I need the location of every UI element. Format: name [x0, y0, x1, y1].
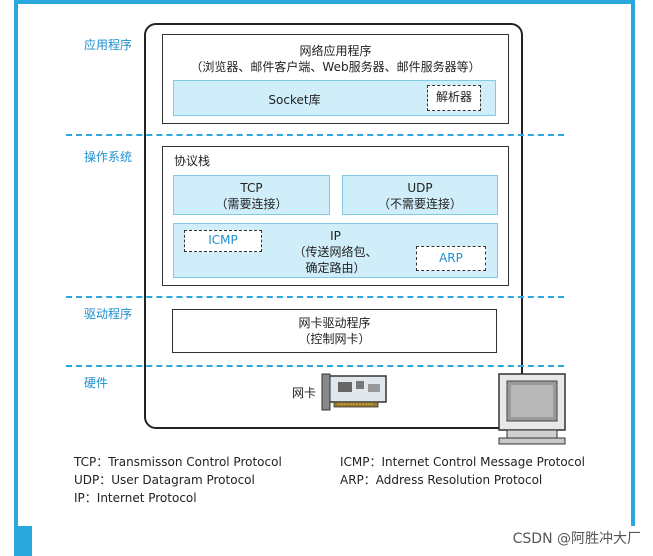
network-card-icon: [321, 373, 387, 411]
layer-label-hardware: 硬件: [84, 376, 109, 390]
nic-label: 网卡: [292, 386, 317, 400]
watermark-text: CSDN @阿胜冲大厂: [512, 531, 641, 547]
ip-label: IP: [330, 229, 341, 243]
ip-subtitle-line2: 确定路由）: [305, 261, 366, 275]
app-subtitle: （浏览器、邮件客户端、Web服务器、邮件服务器等）: [190, 60, 481, 74]
separator-os-driver: [66, 296, 564, 298]
legend-item-icmp: ICMP：Internet Control Message Protocol: [340, 455, 585, 469]
separator-driver-hardware: [66, 365, 564, 367]
tcp-box: TCP （需要连接）: [173, 175, 330, 215]
legend-item-udp: UDP：User Datagram Protocol: [74, 473, 255, 487]
protocol-stack-box: 协议栈 TCP （需要连接） UDP （不需要连接） IP （传送网络包、 确定…: [162, 146, 509, 286]
udp-box: UDP （不需要连接）: [342, 175, 498, 215]
socket-label: Socket库: [268, 93, 321, 107]
udp-label: UDP: [407, 181, 433, 195]
arp-box: ARP: [416, 246, 486, 271]
layer-label-os: 操作系统: [84, 150, 133, 164]
icmp-box: ICMP: [184, 230, 262, 252]
legend-right: ICMP：Internet Control Message Protocol A…: [340, 453, 585, 489]
stack-title: 协议栈: [174, 154, 211, 168]
udp-subtitle: （不需要连接）: [377, 197, 462, 211]
tcp-label: TCP: [240, 181, 263, 195]
app-title: 网络应用程序: [299, 44, 372, 58]
driver-title: 网卡驱动程序: [298, 316, 371, 330]
network-application-box: 网络应用程序 （浏览器、邮件客户端、Web服务器、邮件服务器等） Socket库…: [162, 34, 509, 124]
nic-driver-box: 网卡驱动程序 （控制网卡）: [172, 309, 497, 353]
legend-item-tcp: TCP：Transmisson Control Protocol: [74, 455, 282, 469]
frame-top-border: [14, 0, 635, 6]
layer-label-driver: 驱动程序: [84, 307, 133, 321]
resolver-box: 解析器: [427, 85, 481, 111]
legend-item-arp: ARP：Address Resolution Protocol: [340, 473, 543, 487]
frame-corner-accent: [14, 526, 32, 556]
layer-label-application: 应用程序: [84, 38, 133, 52]
separator-app-os: [66, 134, 564, 136]
legend-left: TCP：Transmisson Control Protocol UDP：Use…: [74, 453, 282, 507]
driver-subtitle: （控制网卡）: [298, 332, 371, 346]
ip-subtitle-line1: （传送网络包、: [293, 245, 378, 259]
legend-item-ip: IP：Internet Protocol: [74, 491, 197, 505]
ip-box: IP （传送网络包、 确定路由） ICMP ARP: [173, 223, 498, 278]
tcp-subtitle: （需要连接）: [215, 197, 288, 211]
socket-library-box: Socket库 解析器: [173, 80, 496, 116]
computer-monitor-icon: [498, 373, 566, 445]
page-frame: [14, 0, 635, 526]
